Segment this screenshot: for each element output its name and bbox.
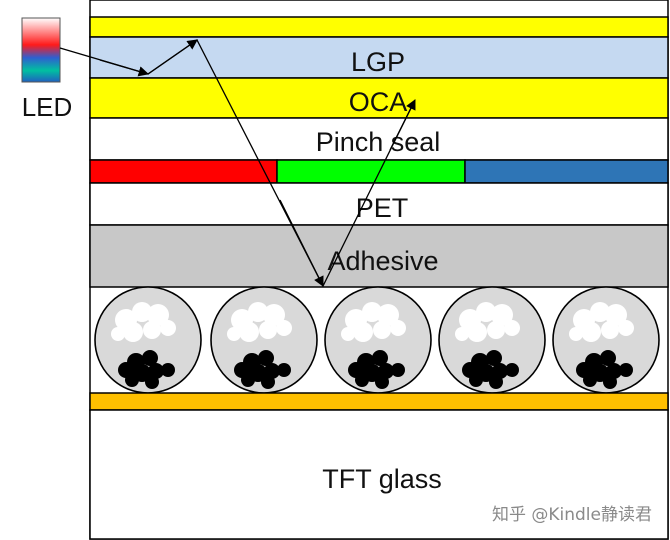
white-particle (467, 322, 487, 342)
white-particle (476, 302, 496, 322)
microcapsule (438, 286, 546, 394)
white-particle (147, 304, 169, 326)
black-particle (469, 373, 483, 387)
microcapsule (552, 286, 660, 394)
light-ray-arrow-4 (389, 99, 416, 151)
microcapsule-row (94, 286, 660, 394)
led-label: LED (22, 92, 73, 122)
lgp-label: LGP (351, 47, 405, 77)
white-particle (143, 321, 161, 339)
black-particle (355, 373, 369, 387)
white-particle (263, 304, 285, 326)
black-particle (261, 375, 275, 389)
white-particle (353, 322, 373, 342)
oca-layer (89, 77, 669, 119)
light-ray-arrow-3 (279, 199, 324, 287)
black-particle (583, 373, 597, 387)
color-filter-red (89, 159, 278, 184)
black-particle (161, 363, 175, 377)
white-particle (341, 327, 355, 341)
led-source (21, 17, 61, 83)
white-particle (504, 320, 520, 336)
white-particle (160, 320, 176, 336)
white-particle (362, 302, 382, 322)
oca-label: OCA (349, 87, 408, 117)
black-particle (241, 373, 255, 387)
light-ray-arrow-1 (99, 59, 149, 77)
black-particle (277, 363, 291, 377)
white-particle (390, 320, 406, 336)
light-ray-arrow-2 (147, 39, 198, 75)
white-particle (601, 321, 619, 339)
black-particle (489, 375, 503, 389)
color-filter-blue (464, 159, 669, 184)
white-particle (581, 322, 601, 342)
white-particle (605, 304, 627, 326)
white-particle (239, 322, 259, 342)
white-particle (373, 321, 391, 339)
white-particle (132, 302, 152, 322)
pinch-seal-label: Pinch seal (316, 127, 441, 157)
microcapsule (324, 286, 432, 394)
black-particle (372, 350, 388, 366)
white-particle (487, 321, 505, 339)
tft-glass-layer (89, 409, 669, 540)
white-particle (491, 304, 513, 326)
microcapsule (210, 286, 318, 394)
color-filter-green (276, 159, 466, 184)
white-particle (248, 302, 268, 322)
black-particle (603, 375, 617, 389)
white-particle (227, 327, 241, 341)
black-particle (375, 375, 389, 389)
black-particle (142, 350, 158, 366)
white-particle (259, 321, 277, 339)
white-particle (569, 327, 583, 341)
white-particle (276, 320, 292, 336)
black-particle (505, 363, 519, 377)
adhesive-layer (89, 224, 669, 288)
black-particle (600, 350, 616, 366)
white-particle (123, 322, 143, 342)
black-particle (258, 350, 274, 366)
white-particle (377, 304, 399, 326)
black-particle (486, 350, 502, 366)
watermark-text: 知乎 @Kindle静读君 (492, 505, 652, 525)
adhesive-label: Adhesive (327, 246, 438, 276)
black-particle (619, 363, 633, 377)
electrode-layer (89, 392, 669, 411)
black-particle (391, 363, 405, 377)
black-particle (145, 375, 159, 389)
pet-layer (89, 182, 669, 226)
white-particle (455, 327, 469, 341)
top-yellow-film (89, 16, 669, 38)
tft-glass-label: TFT glass (322, 464, 442, 494)
white-particle (590, 302, 610, 322)
white-particle (111, 327, 125, 341)
black-particle (125, 373, 139, 387)
microcapsule (94, 286, 202, 394)
white-particle (618, 320, 634, 336)
pet-label: PET (356, 193, 409, 223)
